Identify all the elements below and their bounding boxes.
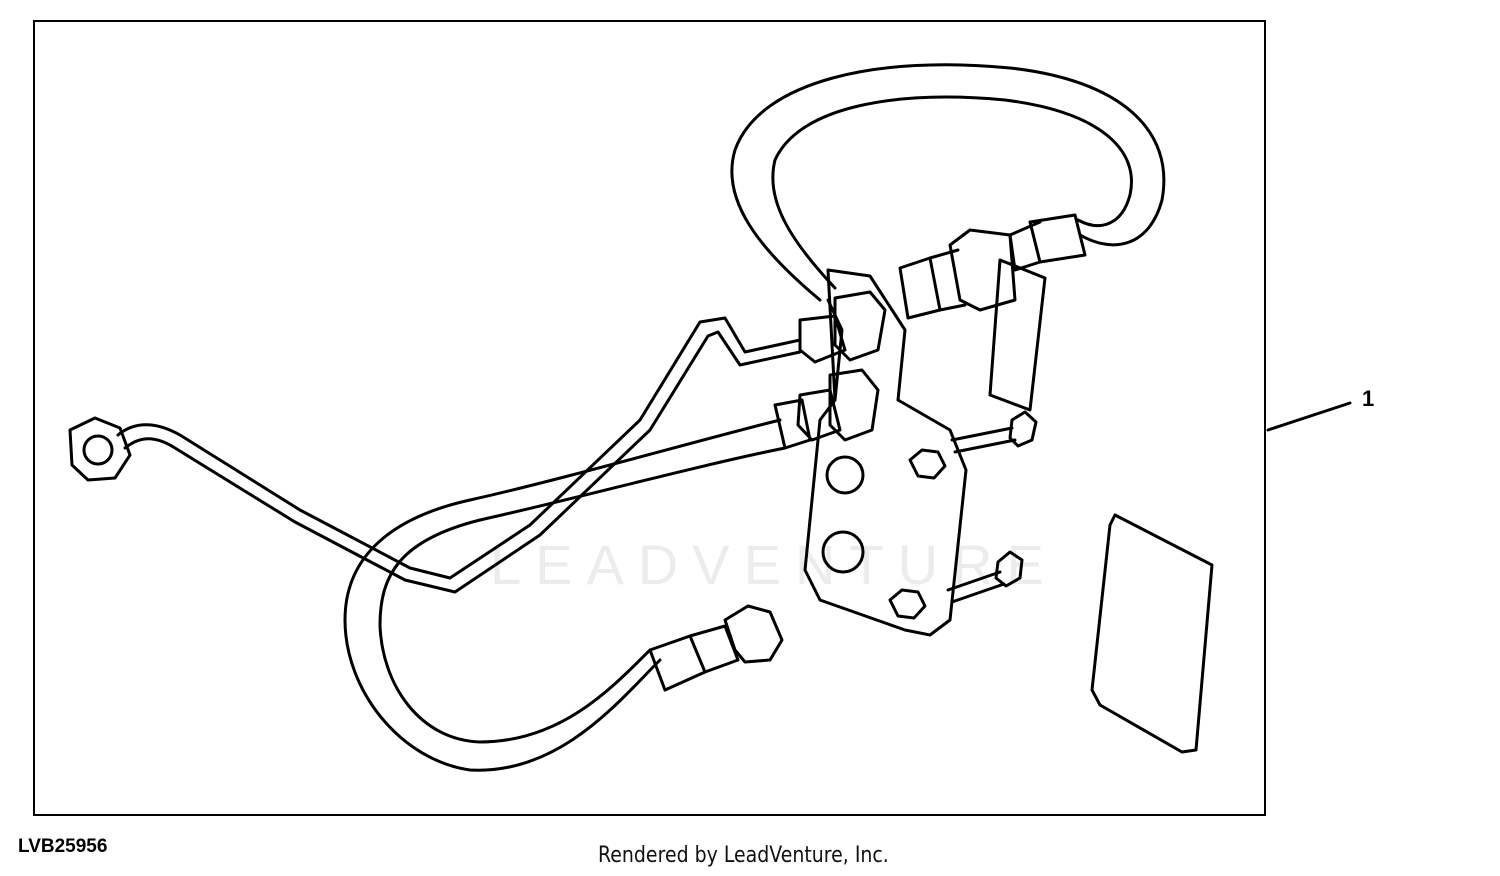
lower-hose-nut — [723, 604, 784, 664]
credit-text: Rendered by LeadVenture, Inc. — [598, 843, 889, 868]
bracket-hole-lower — [821, 530, 865, 574]
bracket-bolt-upper — [908, 448, 947, 480]
upper-fitting-nut — [833, 290, 887, 362]
watermark-text: LEADVENTURE — [490, 533, 1058, 596]
id-decal-card — [1090, 513, 1214, 754]
bracket-bolt-lower — [888, 588, 927, 620]
diagram-frame — [33, 20, 1266, 816]
lower-fitting-nut — [828, 368, 880, 442]
callout-leader-line — [1266, 401, 1352, 432]
tube-flare-nut — [68, 416, 132, 482]
long-bolt-upper — [950, 426, 1017, 454]
callout-label-1: 1 — [1362, 386, 1375, 411]
steel-tube — [116, 316, 802, 580]
flex-hose — [343, 418, 782, 772]
upper-hose-nut — [948, 228, 1017, 312]
loop-hose — [730, 63, 1166, 302]
support-strap — [988, 258, 1047, 412]
long-bolt-lower — [946, 570, 1006, 604]
mounting-bracket — [803, 268, 968, 637]
figure-id-label: LVB25956 — [18, 836, 108, 857]
bracket-hole-upper — [825, 455, 865, 495]
